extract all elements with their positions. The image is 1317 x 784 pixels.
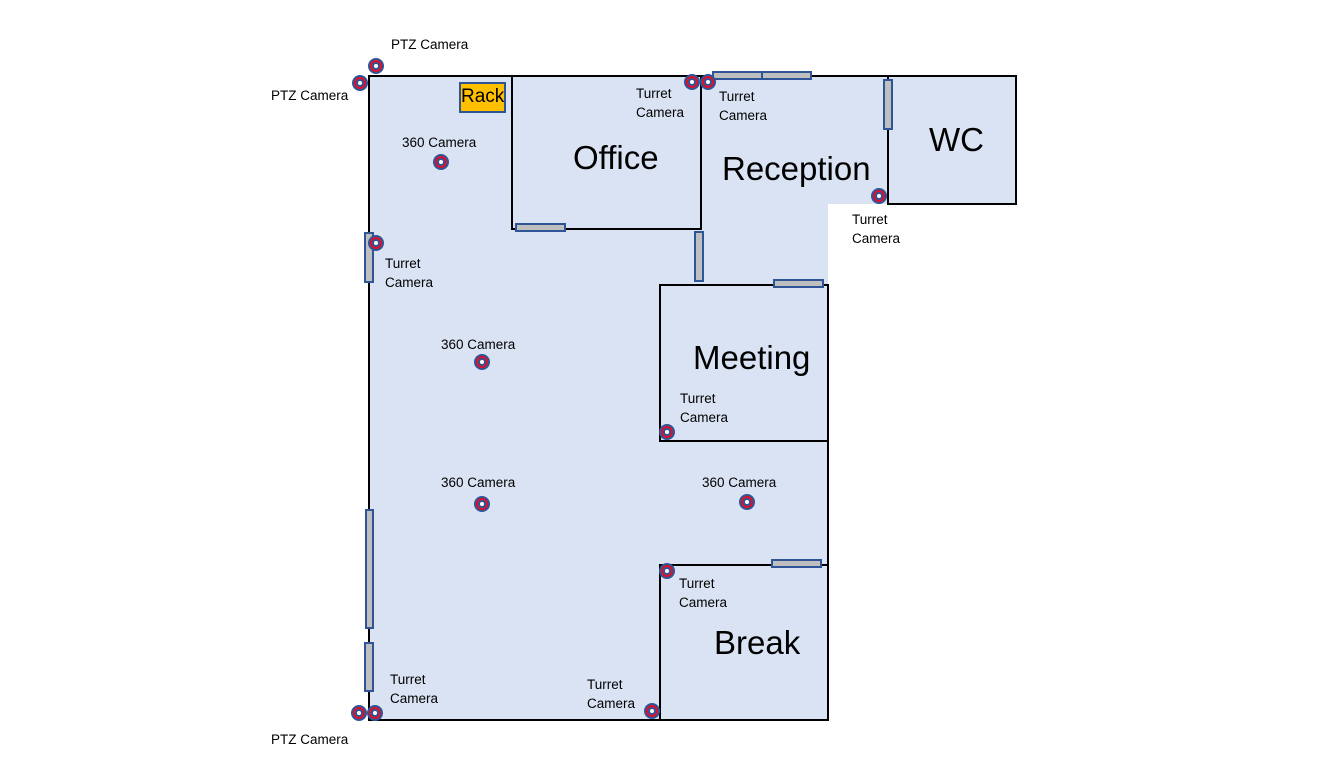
camera-label-ptz-bottom: PTZ Camera <box>271 732 349 747</box>
camera-icon-turret-meeting[interactable] <box>659 424 675 440</box>
camera-icon-360-right[interactable] <box>739 494 755 510</box>
camera-label-360-mid: 360 Camera <box>441 337 516 352</box>
camera-icon-360-mid[interactable] <box>474 354 490 370</box>
room-office <box>511 75 702 230</box>
camera-label-turret-reception-wc: Turret Camera <box>852 212 901 246</box>
camera-icon-turret-bottom-mid[interactable] <box>644 703 660 719</box>
camera-label-360-low: 360 Camera <box>441 475 516 490</box>
room-name-wc: WC <box>929 121 984 158</box>
door-wc[interactable] <box>883 79 893 130</box>
camera-label-turret-left-wall: Turret Camera <box>385 256 434 290</box>
camera-icon-turret-left-wall[interactable] <box>368 235 384 251</box>
camera-icon-ptz-left[interactable] <box>352 75 368 91</box>
door-meeting[interactable] <box>773 279 824 288</box>
room-name-break: Break <box>714 624 801 661</box>
window-left-long[interactable] <box>365 509 374 629</box>
rack: Rack <box>459 82 506 113</box>
window-left-upper[interactable] <box>364 232 374 283</box>
camera-label-turret-meeting: Turret Camera <box>680 391 729 425</box>
camera-icon-turret-reception[interactable] <box>700 74 716 90</box>
room-meeting <box>659 284 829 442</box>
room-wc <box>887 75 1017 205</box>
door-reception-entrance-right[interactable] <box>761 71 812 80</box>
camera-label-turret-break: Turret Camera <box>679 576 728 610</box>
room-name-reception: Reception <box>722 150 871 187</box>
camera-label-turret-bottom-mid: Turret Camera <box>587 677 636 711</box>
camera-label-ptz-top: PTZ Camera <box>391 37 469 52</box>
camera-icon-turret-office[interactable] <box>684 74 700 90</box>
room-name-meeting: Meeting <box>693 339 811 376</box>
outer-wall-left <box>368 75 370 721</box>
camera-label-ptz-left: PTZ Camera <box>271 88 349 103</box>
window-left-lower[interactable] <box>364 642 374 692</box>
outer-wall-bottom <box>368 719 829 721</box>
room-break <box>659 564 829 721</box>
door-reception-divider[interactable] <box>694 231 704 282</box>
door-reception-entrance-left[interactable] <box>712 71 763 80</box>
camera-icon-turret-reception-wc[interactable] <box>871 188 887 204</box>
camera-icon-turret-break[interactable] <box>659 563 675 579</box>
reception-floor-area <box>700 76 888 204</box>
camera-icon-360-low[interactable] <box>474 496 490 512</box>
camera-icon-turret-bottom-left[interactable] <box>367 705 383 721</box>
camera-icon-ptz-bottom[interactable] <box>351 705 367 721</box>
room-name-office: Office <box>573 139 659 176</box>
camera-label-360-right: 360 Camera <box>702 475 777 490</box>
camera-label-turret-office: Turret Camera <box>636 86 685 120</box>
door-break[interactable] <box>771 559 822 568</box>
outer-wall-right-lower <box>827 284 829 721</box>
rack-label: Rack <box>461 86 505 107</box>
camera-label-360-top: 360 Camera <box>402 135 477 150</box>
camera-icon-360-top[interactable] <box>433 154 449 170</box>
camera-label-turret-bottom-left: Turret Camera <box>390 672 439 706</box>
camera-label-turret-reception: Turret Camera <box>719 89 768 123</box>
door-office[interactable] <box>515 223 566 232</box>
camera-icon-ptz-top[interactable] <box>368 58 384 74</box>
